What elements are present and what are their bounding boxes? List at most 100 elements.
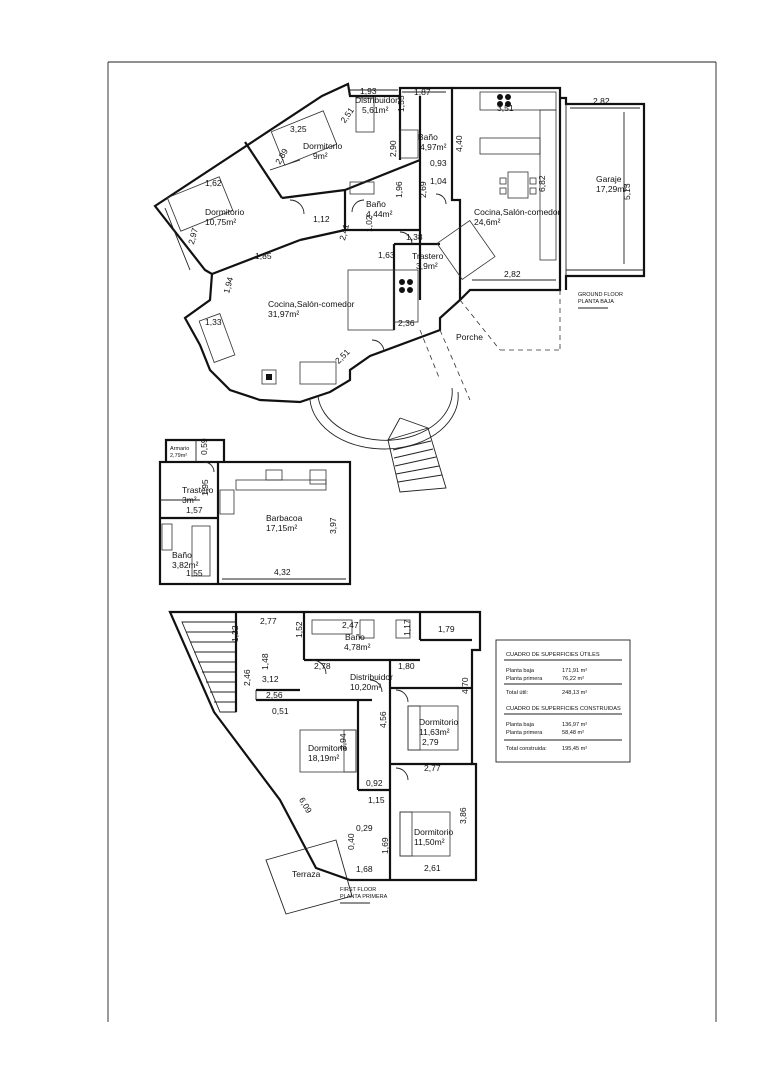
dim-label: 1,79 [438,624,455,634]
room-dormitorio-9-label: Dormitorio [303,141,342,151]
dim-label: 2,89 [273,146,290,166]
first-bano-label: Baño [345,632,365,642]
room-trastero-label: Trastero [412,251,444,261]
dim-label: 0,51 [272,706,289,716]
first-distribuidor-area: 10,20m² [350,682,381,692]
dim-label: 4,56 [378,711,388,728]
dim-label: 1,52 [294,621,304,638]
dim-label: 2,82 [504,269,521,279]
dim-label: 1,80 [398,661,415,671]
dim-label: 4,32 [274,567,291,577]
room-bano-497-label: Baño [418,132,438,142]
summary-row-label: Planta baja [506,668,535,674]
summary-row-value: 76,22 m² [562,676,584,682]
annex-bano-area: 3,82m² [172,560,199,570]
dim-label: 1,17 [402,619,412,636]
first-dormitorio-b-area: 18,19m² [308,753,339,763]
room-trastero-area: 3,9m² [416,261,438,271]
first-terraza-label: Terraza [292,869,321,879]
dim-label: 2,90 [388,140,398,157]
first-dormitorio-b-label: Dormitorio [308,743,347,753]
dim-label: 5,13 [622,183,632,200]
dim-label: 3,51 [497,103,514,113]
ground-floor-subtitle: PLANTA BAJA [578,299,614,305]
annex-armario-label: Armario [170,446,189,452]
dim-label: 1,38 [406,232,423,242]
annex-trastero-area: 3m² [182,495,197,505]
room-dormitorio-10-area: 10,75m² [205,217,236,227]
dim-label: 1,85 [255,251,272,261]
dim-label: 2,51 [333,347,352,366]
room-porche-label: Porche [456,332,483,342]
annex-bano-label: Baño [172,550,192,560]
dim-label: 1,55 [186,568,203,578]
annex-plan: Armario 2,79m² Trastero 3m² Barbacoa 17,… [158,438,352,586]
dim-label: 1,33 [205,317,222,327]
room-cocina-salon-a-area: 31,97m² [268,309,299,319]
summary-row-label: Planta primera [506,676,543,682]
first-dormitorio-c-label: Dormitorio [414,827,453,837]
first-dormitorio-c-area: 11,50m² [414,837,445,847]
summary-row-value: 171,91 m² [562,668,587,674]
room-cocina-salon-a-label: Cocina,Salón-comedor [268,299,355,309]
annex-trastero-label: Trastero [182,485,214,495]
dim-label: 1,04 [430,176,447,186]
first-dormitorio-a-label: Dormitorio [419,717,458,727]
dim-label: 2,41 [337,223,351,242]
summary-row-value: 58,48 m² [562,730,584,736]
dim-label: 3,25 [290,124,307,134]
room-bano-444-label: Baño [366,199,386,209]
dim-label: 2,82 [593,96,610,106]
dim-label: 0,40 [346,833,356,850]
dim-label: 1,57 [186,505,203,515]
room-cocina-salon-b-area: 24,6m² [474,217,501,227]
dim-label: 0,92 [366,778,383,788]
dim-label: 1,68 [356,864,373,874]
dim-label: 0,29 [356,823,373,833]
ground-floor-plan: Distribuidor 5,61m² Dormitorio 9m² Dormi… [153,82,646,493]
dim-label: 1,15 [368,795,385,805]
dim-label: 2,69 [418,181,428,198]
summary-row-label: Planta baja [506,722,535,728]
room-cocina-salon-b-label: Cocina,Salón-comedor [474,207,561,217]
dim-label: 1,94 [221,276,235,295]
annex-barbacoa-area: 17,15m² [266,523,297,533]
dim-label: 2,97 [186,227,200,246]
dim-label: 2,78 [314,661,331,671]
dim-label: 3,97 [328,517,338,534]
dim-label: 1,02 [364,215,374,232]
dim-label: 0,59 [199,438,209,455]
summary-construidas-title: CUADRO DE SUPERFICIES CONSTRUIDAS [506,706,621,712]
room-bano-497-area: 4,97m² [420,142,447,152]
dim-label: 1,55 [396,95,406,112]
dim-label: 2,47 [342,620,359,630]
dim-label: 1,48 [260,653,270,670]
dim-label: 1,69 [380,837,390,854]
first-floor-subtitle: PLANTA PRIMERA [340,894,388,900]
dim-label: 2,56 [266,690,283,700]
dim-label: 2,46 [242,669,252,686]
dim-label: 4,70 [460,677,470,694]
first-distribuidor-label: Distribuidor [350,672,393,682]
room-garaje-area: 17,29m² [596,184,627,194]
first-floor-title: FIRST FLOOR [340,887,376,893]
dim-label: 1,12 [313,214,330,224]
dim-label: 1,93 [360,86,377,96]
summary-row-value: 136,97 m² [562,722,587,728]
room-garaje-label: Garaje [596,174,622,184]
dim-label: 0,93 [430,158,447,168]
room-distribuidor-label: Distribuidor [355,95,398,105]
surface-summary-table: CUADRO DE SUPERFICIES ÚTILES Planta baja… [495,639,631,763]
room-bano-444-area: 4,44m² [366,209,393,219]
dim-label: 2,61 [424,863,441,873]
dim-label: 2,79 [422,737,439,747]
summary-total-construida-value: 195,45 m² [562,746,587,752]
ground-floor-title: GROUND FLOOR [578,292,623,298]
room-dormitorio-10-label: Dormitorio [205,207,244,217]
dim-label: 3,86 [458,807,468,824]
summary-total-util-label: Total útil: [506,690,529,696]
dim-label: 1,63 [378,250,395,260]
room-distribuidor-area: 5,61m² [362,105,389,115]
dim-label: 2,51 [338,105,356,125]
first-dormitorio-a-area: 11,63m² [419,727,450,737]
